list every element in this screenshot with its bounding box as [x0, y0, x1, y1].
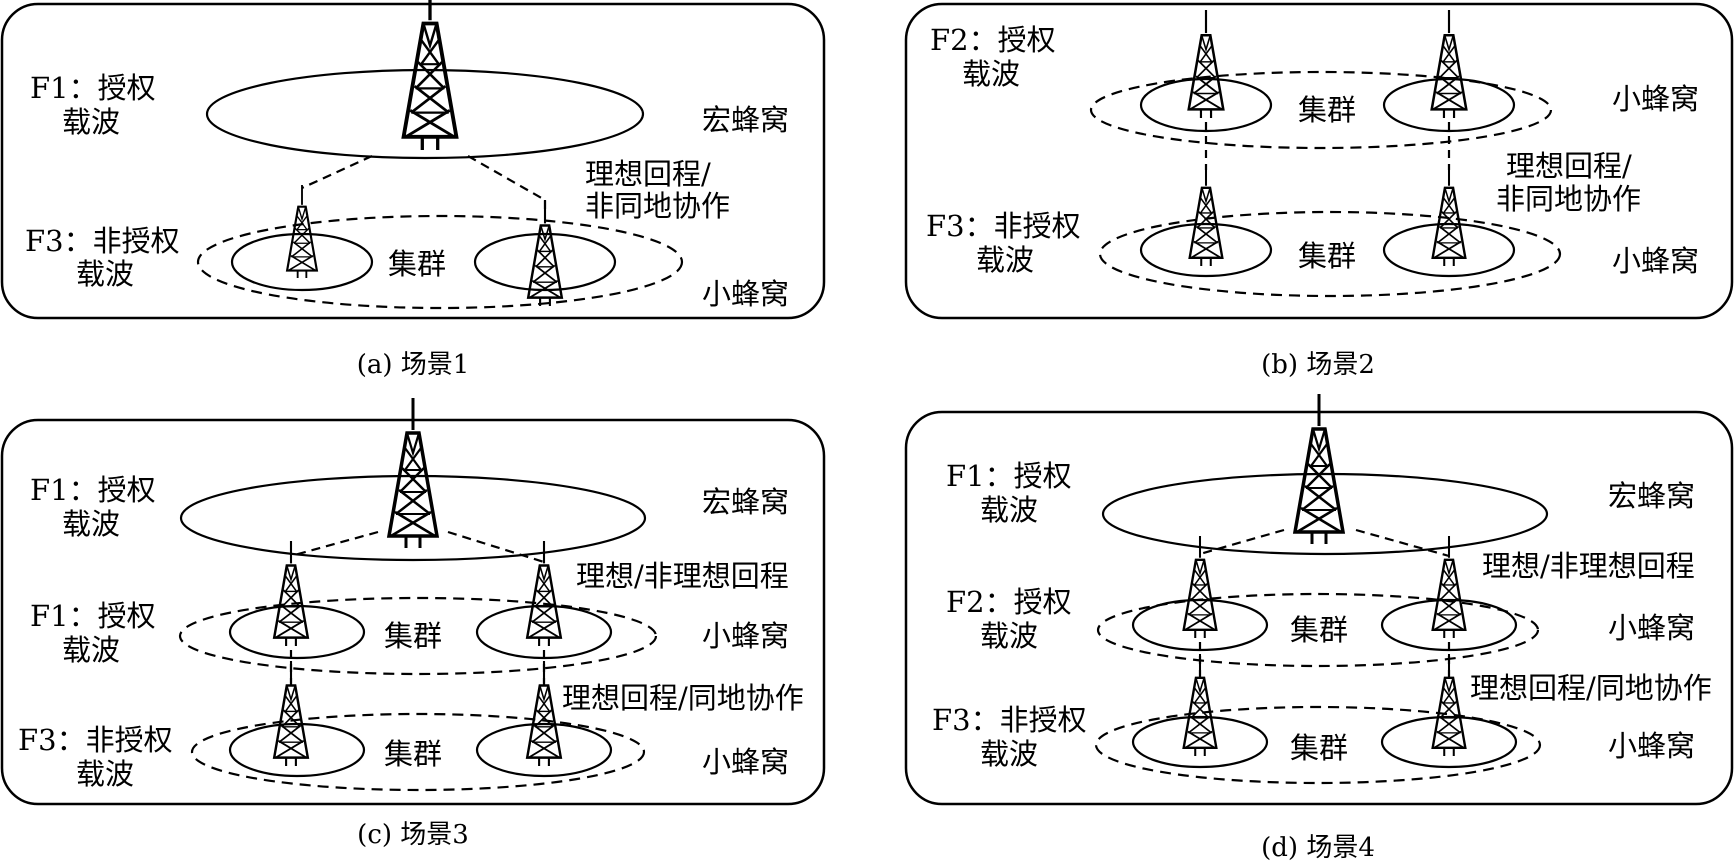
small-cell-coverage — [1382, 222, 1516, 278]
band-label: 载波 — [62, 633, 120, 667]
macro-cell-label: 宏蜂窝 — [1608, 479, 1695, 513]
backhaul-label: 理想回程/同地协作 — [562, 681, 804, 715]
band-label: 载波 — [76, 757, 134, 791]
small-cell-coverage — [1380, 715, 1518, 769]
band-label: 载波 — [62, 105, 120, 139]
small-cell-coverage — [1139, 222, 1273, 278]
band-label: 载波 — [980, 619, 1038, 653]
backhaul-label: 非同地协作 — [1496, 182, 1641, 216]
backhaul-label: 非同地协作 — [585, 189, 730, 223]
panel-a: F1：授权 载波 宏蜂窝 理想回程/ 非同地协作 F3：非授权 载波 集群 小蜂… — [0, 0, 826, 380]
band-label: F1：授权 — [30, 599, 156, 633]
small-cell-label: 小蜂窝 — [1612, 244, 1699, 278]
band-label: F3：非授权 — [926, 209, 1081, 243]
band-label: F1：授权 — [30, 71, 156, 105]
panel-a-frame — [0, 2, 826, 320]
panel-caption: (a) 场景1 — [357, 350, 470, 380]
cluster-boundary — [1096, 592, 1540, 668]
band-label: 载波 — [962, 57, 1020, 91]
macro-cell-coverage — [1101, 472, 1549, 556]
small-cell-label: 小蜂窝 — [1612, 82, 1699, 116]
small-cell-coverage — [1139, 77, 1273, 133]
small-cell-coverage — [1382, 77, 1516, 133]
cluster-label: 集群 — [1298, 93, 1356, 127]
backhaul-label: 理想/非理想回程 — [1482, 549, 1695, 583]
cluster-boundary — [1098, 210, 1562, 298]
macro-cell-label: 宏蜂窝 — [702, 103, 789, 137]
small-cell-coverage — [228, 604, 366, 660]
cluster-label: 集群 — [1290, 613, 1348, 647]
band-label: F1：授权 — [30, 473, 156, 507]
band-label: F3：非授权 — [18, 723, 173, 757]
band-label: F2：授权 — [930, 23, 1056, 57]
small-cell-label: 小蜂窝 — [702, 745, 789, 779]
small-cell-label: 小蜂窝 — [702, 619, 789, 653]
panel-caption: (c) 场景3 — [357, 820, 469, 850]
cluster-boundary — [190, 712, 646, 792]
band-label: 载波 — [76, 257, 134, 291]
cluster-boundary — [1089, 70, 1553, 150]
macro-cell-label: 宏蜂窝 — [702, 485, 789, 519]
cluster-boundary — [1094, 705, 1542, 785]
band-label: 载波 — [62, 507, 120, 541]
panel-d: F1：授权 载波 宏蜂窝 理想/非理想回程 F2：授权 载波 集群 小蜂窝 理想… — [904, 392, 1734, 863]
cluster-boundary — [178, 596, 658, 676]
small-cell-coverage — [475, 722, 613, 778]
backhaul-label: 理想回程/同地协作 — [1470, 671, 1712, 705]
backhaul-label: 理想回程/ — [585, 157, 711, 191]
band-label: 载波 — [980, 737, 1038, 771]
band-label: F3：非授权 — [932, 703, 1087, 737]
macro-cell-coverage — [179, 474, 647, 562]
band-label: F3：非授权 — [25, 224, 180, 258]
panel-c: F1：授权 载波 宏蜂窝 理想/非理想回程 F1：授权 载波 集群 小蜂窝 理想… — [0, 396, 826, 850]
cluster-label: 集群 — [1290, 731, 1348, 765]
small-cell-label: 小蜂窝 — [702, 277, 789, 311]
panel-caption: (b) 场景2 — [1261, 350, 1375, 380]
panel-b: F2：授权 载波 集群 小蜂窝 理想回程/ 非同地协作 F3：非授权 载波 集群… — [904, 2, 1734, 380]
cluster-label: 集群 — [388, 247, 446, 281]
small-cell-coverage — [473, 232, 617, 292]
backhaul-label: 理想/非理想回程 — [576, 559, 789, 593]
small-cell-coverage — [1131, 715, 1269, 769]
band-label: 载波 — [976, 243, 1034, 277]
small-cell-label: 小蜂窝 — [1608, 611, 1695, 645]
cluster-label: 集群 — [384, 737, 442, 771]
band-label: F1：授权 — [946, 459, 1072, 493]
backhaul-label: 理想回程/ — [1506, 149, 1632, 183]
small-cell-coverage — [230, 232, 374, 292]
cluster-label: 集群 — [384, 619, 442, 653]
band-label: 载波 — [980, 493, 1038, 527]
small-cell-label: 小蜂窝 — [1608, 729, 1695, 763]
cluster-label: 集群 — [1298, 239, 1356, 273]
band-label: F2：授权 — [946, 585, 1072, 619]
cluster-boundary — [196, 214, 684, 310]
panel-b-frame — [904, 2, 1734, 320]
panel-caption: (d) 场景4 — [1261, 833, 1375, 863]
